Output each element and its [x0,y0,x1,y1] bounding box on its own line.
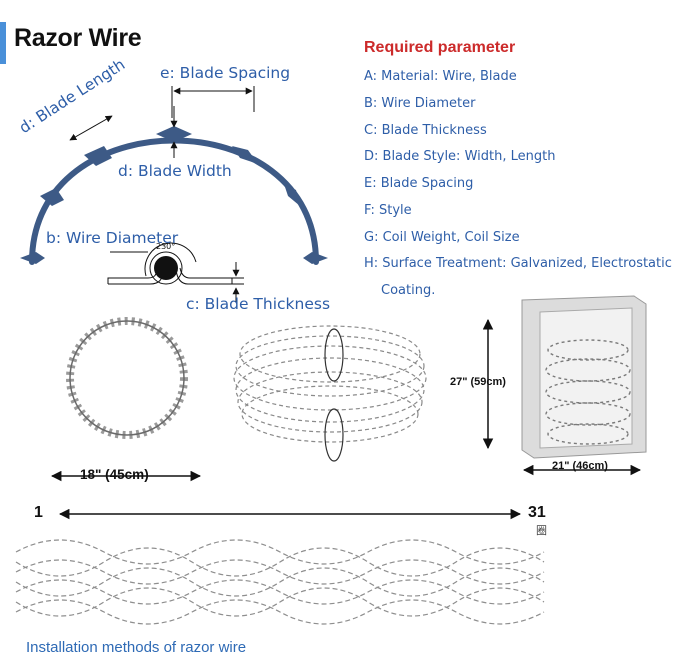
param-surface-treatment: H: Surface Treatment: Galvanized, Electr… [364,256,672,271]
param-blade-thickness: C: Blade Thickness [364,123,487,138]
coil-circle [66,317,188,439]
param-coil: G: Coil Weight, Coil Size [364,230,520,245]
stretched-wire [15,539,545,625]
accent-bar [0,22,6,64]
arc-blades [20,126,328,264]
label-coil-diameter: 18" (45cm) [80,467,149,482]
param-surface-treatment-cont: Coating. [381,283,436,298]
coil-box [521,295,647,459]
range-start: 1 [34,504,43,521]
range-unit: 圈 [536,524,547,537]
param-blade-style: D: Blade Style: Width, Length [364,149,556,164]
label-angle: 230° [156,242,176,251]
caption: Installation methods of razor wire [26,639,247,656]
label-wire-diameter: b: Wire Diameter [46,229,179,247]
label-blade-width: d: Blade Width [118,162,232,180]
label-width: 21" (46cm) [552,460,608,472]
parameters-heading: Required parameter [364,39,516,56]
range-end: 31 [528,504,546,521]
param-style: F: Style [364,203,412,218]
param-blade-spacing: E: Blade Spacing [364,176,474,191]
label-height: 27" (59cm) [450,376,506,388]
coil-concertina [233,325,427,462]
page-title: Razor Wire [14,24,142,52]
label-blade-thickness: c: Blade Thickness [186,295,331,313]
label-blade-spacing: e: Blade Spacing [160,64,291,82]
param-wire-diameter: B: Wire Diameter [364,96,476,111]
param-material: A: Material: Wire, Blade [364,69,517,84]
